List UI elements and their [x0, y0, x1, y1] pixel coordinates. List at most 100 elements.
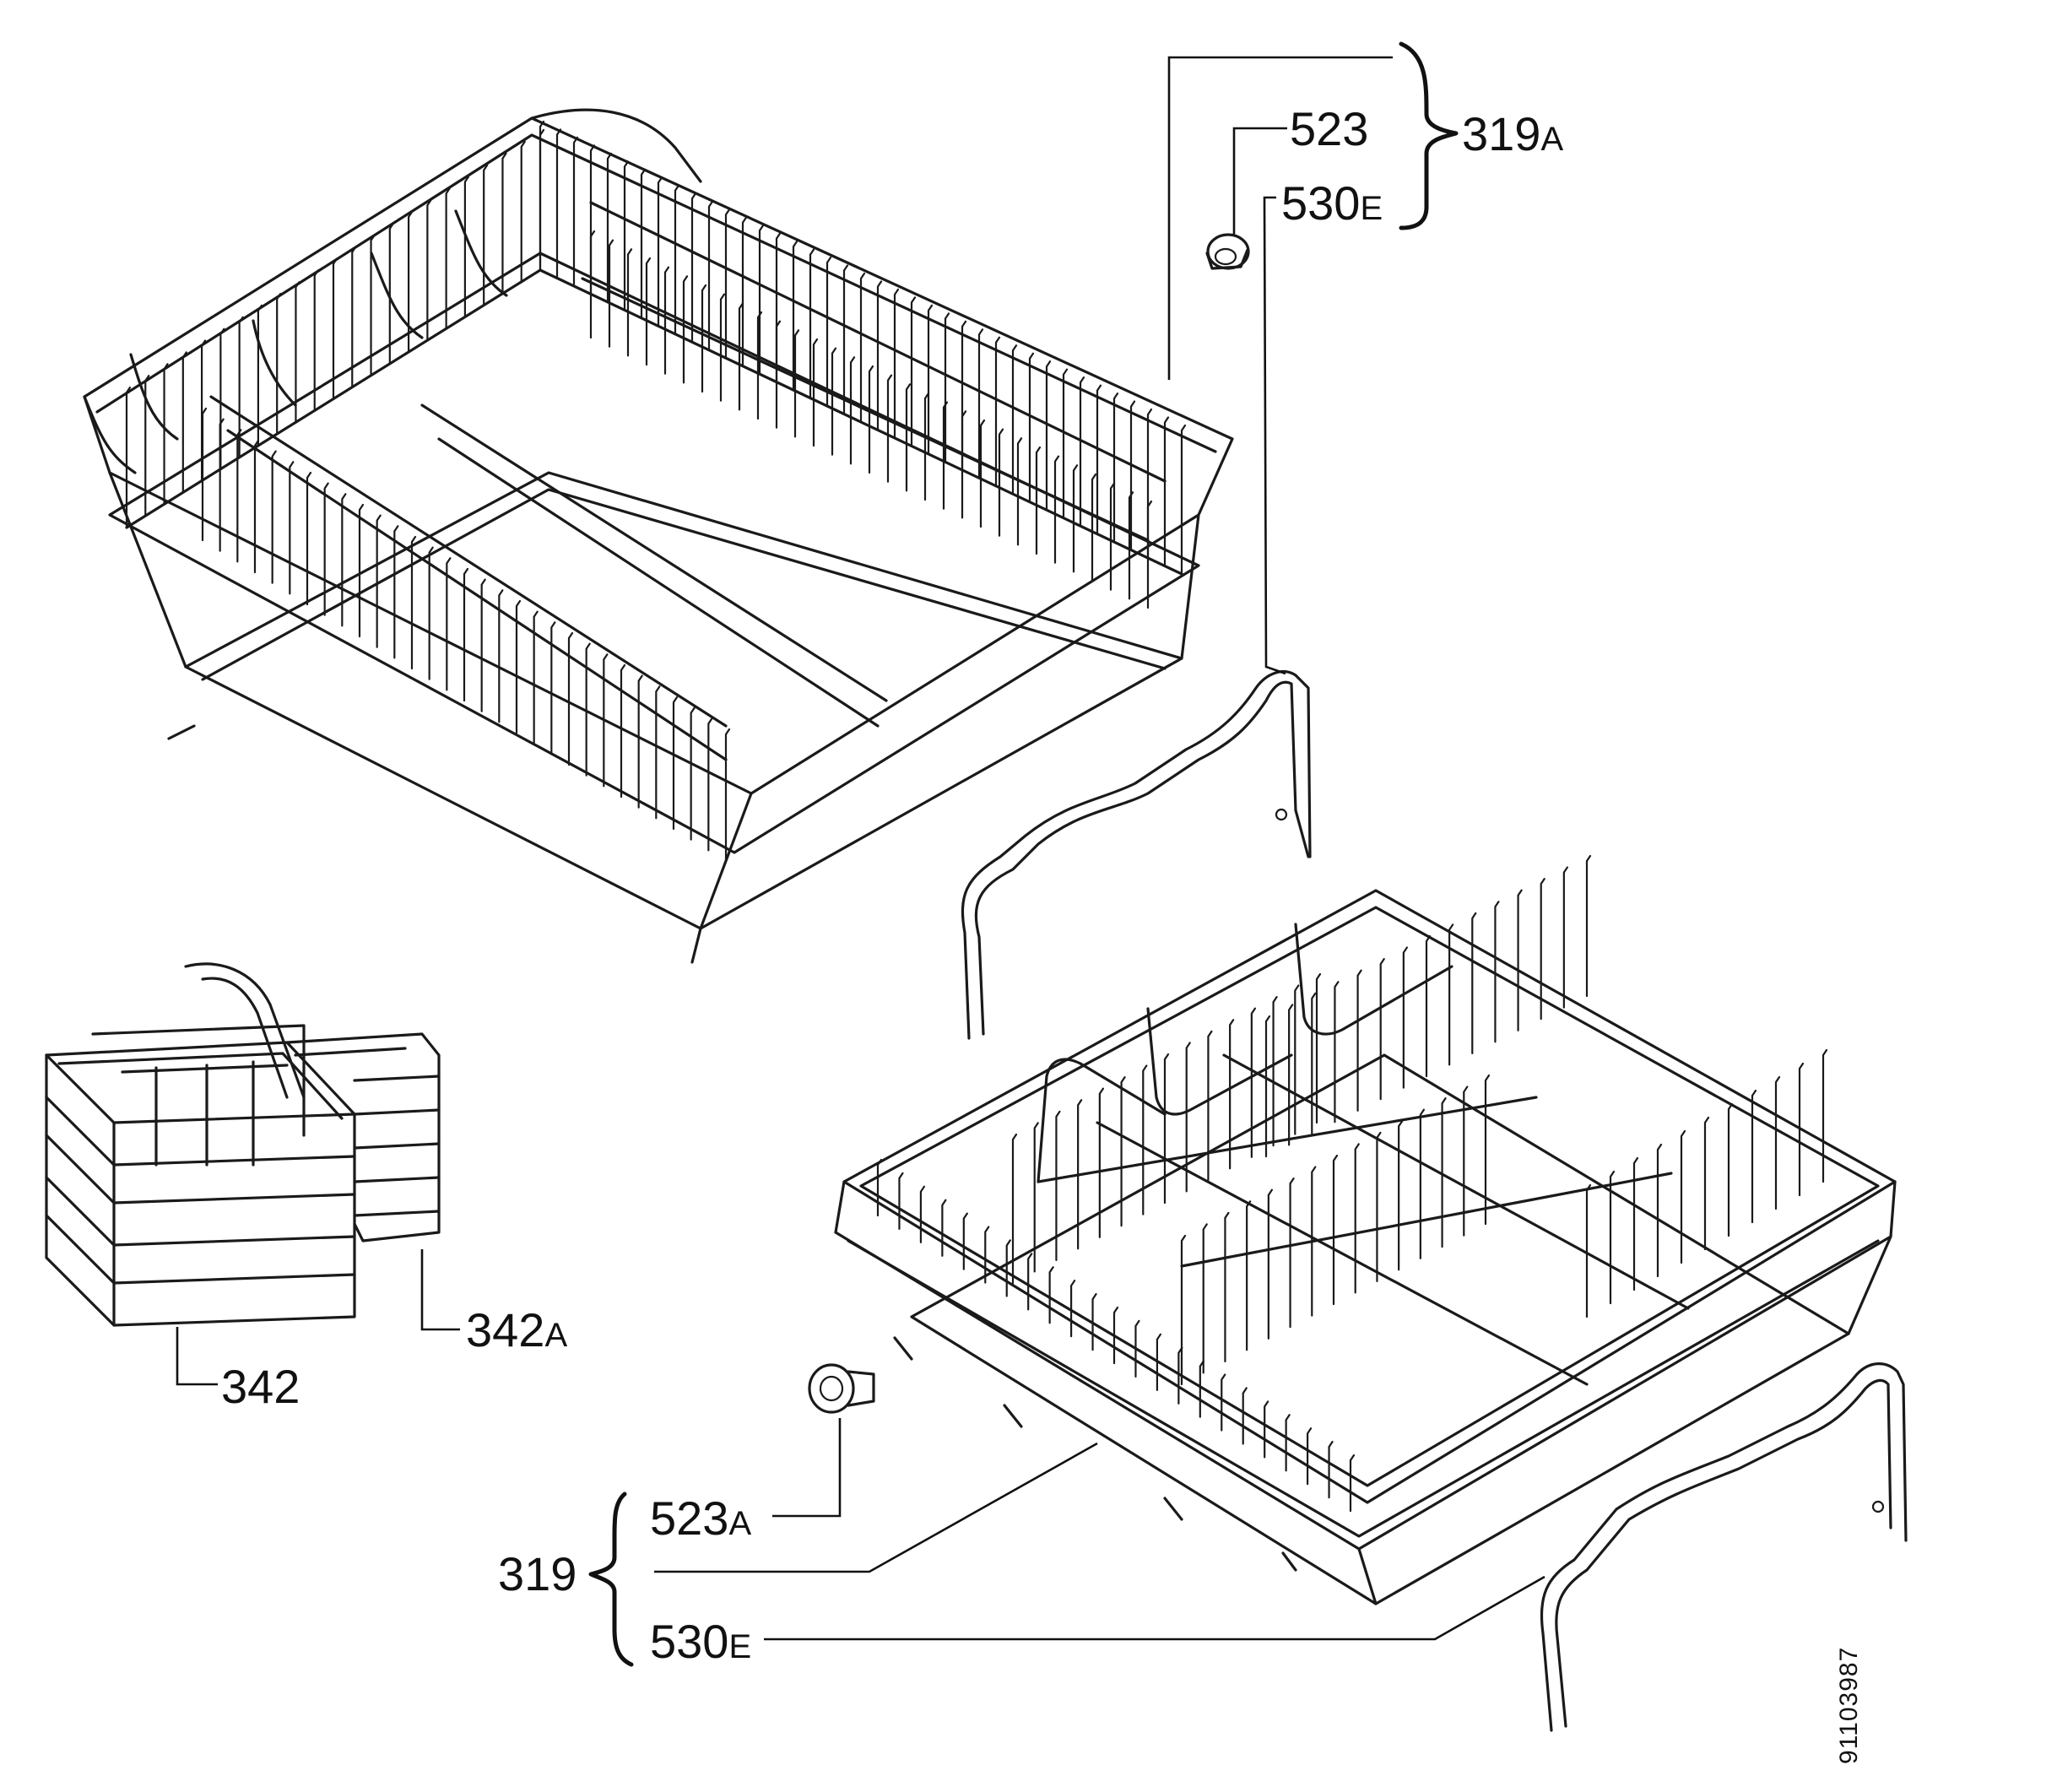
upper-basket-tine	[181, 351, 187, 494]
lower-basket-tine	[1419, 1108, 1425, 1259]
upper-basket-tine	[445, 187, 451, 330]
lower-basket-tine	[1055, 1110, 1061, 1261]
upper-basket-tine	[977, 328, 984, 479]
lower-basket-tine	[1011, 1133, 1018, 1285]
lower-basket-tine	[1311, 1166, 1317, 1317]
lower-basket-tine	[1306, 1427, 1313, 1486]
lower-basket-tine	[1376, 1131, 1382, 1282]
lower-basket-tine	[1562, 866, 1568, 1009]
upper-basket-tine	[289, 461, 295, 595]
upper-basket-tine	[1091, 473, 1097, 582]
upper-basket-tine	[426, 199, 432, 342]
upper-basket-tine	[388, 222, 394, 365]
upper-basket-tine	[480, 578, 486, 712]
upper-basket-tine	[323, 482, 329, 616]
upper-basket-tine	[701, 284, 707, 393]
lower-basket-tine	[1048, 1266, 1054, 1324]
upper-basket-tine	[724, 728, 731, 863]
upper-basket-tine	[463, 176, 470, 318]
upper-basket-tine	[238, 316, 244, 458]
lower-basket-tine	[1585, 854, 1592, 998]
upper-basket-tine	[640, 168, 647, 319]
lower-basket-tine	[1822, 1048, 1828, 1183]
upper-basket-tine	[253, 439, 260, 574]
upper-basket-tine	[893, 288, 900, 440]
upper-basket-tine	[944, 312, 950, 463]
lower-basket-tine	[1517, 889, 1523, 1031]
lower-basket-tine	[1328, 1440, 1334, 1499]
lower-basket-tine	[1484, 1074, 1491, 1226]
upper-basket-tine	[1079, 376, 1085, 528]
upper-basket-tine	[979, 419, 986, 528]
lower-basket-tine	[1379, 958, 1385, 1101]
lower-basket-tine	[1774, 1075, 1781, 1210]
lower-basket-tine	[1441, 1097, 1447, 1248]
lower-basket-tine	[1134, 1319, 1140, 1378]
lower-basket-tine	[1425, 934, 1432, 1078]
lower-wheel-part	[808, 1363, 875, 1414]
lower-basket-tine	[1402, 946, 1408, 1089]
upper-basket-tine	[271, 450, 277, 584]
lower-basket-tine	[1112, 1306, 1119, 1365]
upper-basket-tine	[1129, 400, 1136, 551]
upper-basket-tine	[886, 374, 893, 483]
lower-basket-tine	[1242, 1387, 1248, 1445]
lower-basket-tine	[1229, 1019, 1235, 1170]
upper-basket	[83, 108, 1234, 964]
upper-basket-tine	[358, 503, 365, 638]
upper-basket-tine	[125, 386, 132, 529]
upper-basket-tine	[942, 401, 949, 510]
label-342a: 342A	[466, 1303, 567, 1356]
upper-basket-tine	[1028, 352, 1035, 503]
lower-basket-tine	[1680, 1129, 1686, 1264]
lower-basket-tine	[1356, 969, 1362, 1112]
upper-basket-tine	[550, 621, 556, 755]
lower-basket-tine	[1285, 1414, 1291, 1472]
lower-basket-tine	[1069, 1280, 1076, 1338]
upper-basket-tine	[606, 152, 613, 303]
upper-basket-tine	[876, 280, 883, 431]
lower-basket-tine	[1656, 1143, 1663, 1278]
lower-basket-tine	[1120, 1076, 1126, 1227]
upper-basket-tine	[812, 338, 819, 447]
upper-basket-tine	[682, 275, 689, 384]
lower-basket-tine	[1727, 1102, 1734, 1237]
lower-basket-tine	[941, 1199, 947, 1257]
upper-wheel-part	[1205, 233, 1250, 270]
lower-basket-tine	[1156, 1333, 1162, 1391]
upper-basket-tine	[672, 696, 679, 831]
lower-basket-tine	[1005, 1239, 1011, 1297]
upper-basket-tine	[623, 160, 630, 311]
lower-basket-tine	[1354, 1143, 1360, 1294]
upper-basket-tine	[1128, 491, 1134, 600]
upper-basket-tine	[1109, 482, 1116, 591]
upper-basket-tine	[831, 347, 837, 456]
upper-basket-tine	[341, 493, 347, 627]
upper-basket-tine	[376, 514, 382, 648]
upper-basket-tine	[724, 208, 731, 360]
lower-basket-tine	[1463, 1085, 1469, 1237]
cutlery-basket-342	[45, 962, 356, 1327]
lower-basket-tine	[1163, 1053, 1170, 1205]
upper-basket-tine	[1180, 424, 1187, 576]
upper-basket-tine	[1011, 344, 1018, 495]
upper-basket-tine	[463, 567, 469, 702]
upper-rail-part	[961, 670, 1312, 1040]
upper-basket-tine	[276, 292, 282, 436]
lower-basket-tine	[1250, 1007, 1256, 1158]
upper-basket-tine	[585, 642, 591, 777]
upper-basket-tine	[657, 176, 663, 328]
upper-basket-tine	[842, 264, 849, 415]
lower-basket-tine	[1349, 1454, 1356, 1513]
upper-basket-tine	[501, 152, 507, 295]
upper-basket-tine	[923, 392, 930, 501]
label-530e-lower: 530E	[650, 1615, 751, 1668]
label-319a: 319A	[1462, 107, 1563, 160]
lower-basket-tine	[1027, 1253, 1033, 1311]
upper-basket-tine	[1146, 500, 1153, 609]
upper-basket-tine	[351, 246, 357, 388]
upper-basket-tine	[826, 256, 832, 408]
lower-basket-tine	[1264, 1400, 1269, 1459]
lower-basket-tine	[1142, 1064, 1148, 1215]
